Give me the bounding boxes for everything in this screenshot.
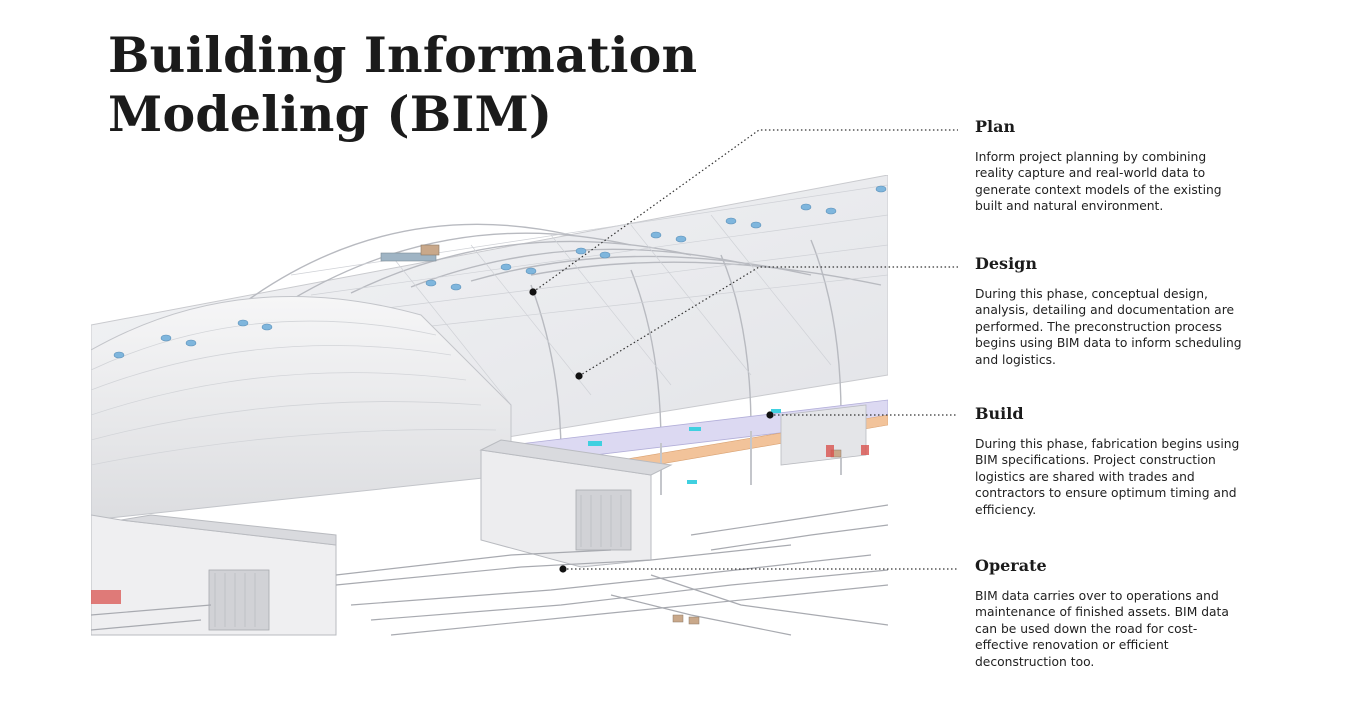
title-line-1: Building Information <box>108 26 698 84</box>
title-line-2: Modeling (BIM) <box>108 85 553 143</box>
phase-design: Design During this phase, conceptual des… <box>975 254 1245 368</box>
phase-operate: Operate BIM data carries over to operati… <box>975 556 1245 670</box>
phase-description: During this phase, conceptual design, an… <box>975 287 1242 367</box>
page-title: Building Information Modeling (BIM) <box>108 26 697 144</box>
phase-plan: Plan Inform project planning by combinin… <box>975 117 1245 215</box>
phase-heading: Design <box>975 254 1037 273</box>
phase-build: Build During this phase, fabrication beg… <box>975 404 1245 518</box>
phase-description: Inform project planning by combining rea… <box>975 150 1222 214</box>
phase-description: During this phase, fabrication begins us… <box>975 437 1240 517</box>
phase-heading: Operate <box>975 556 1047 575</box>
phase-heading: Build <box>975 404 1024 423</box>
phase-heading: Plan <box>975 117 1016 136</box>
bim-building-illustration <box>91 175 888 661</box>
phase-description: BIM data carries over to operations and … <box>975 589 1229 669</box>
